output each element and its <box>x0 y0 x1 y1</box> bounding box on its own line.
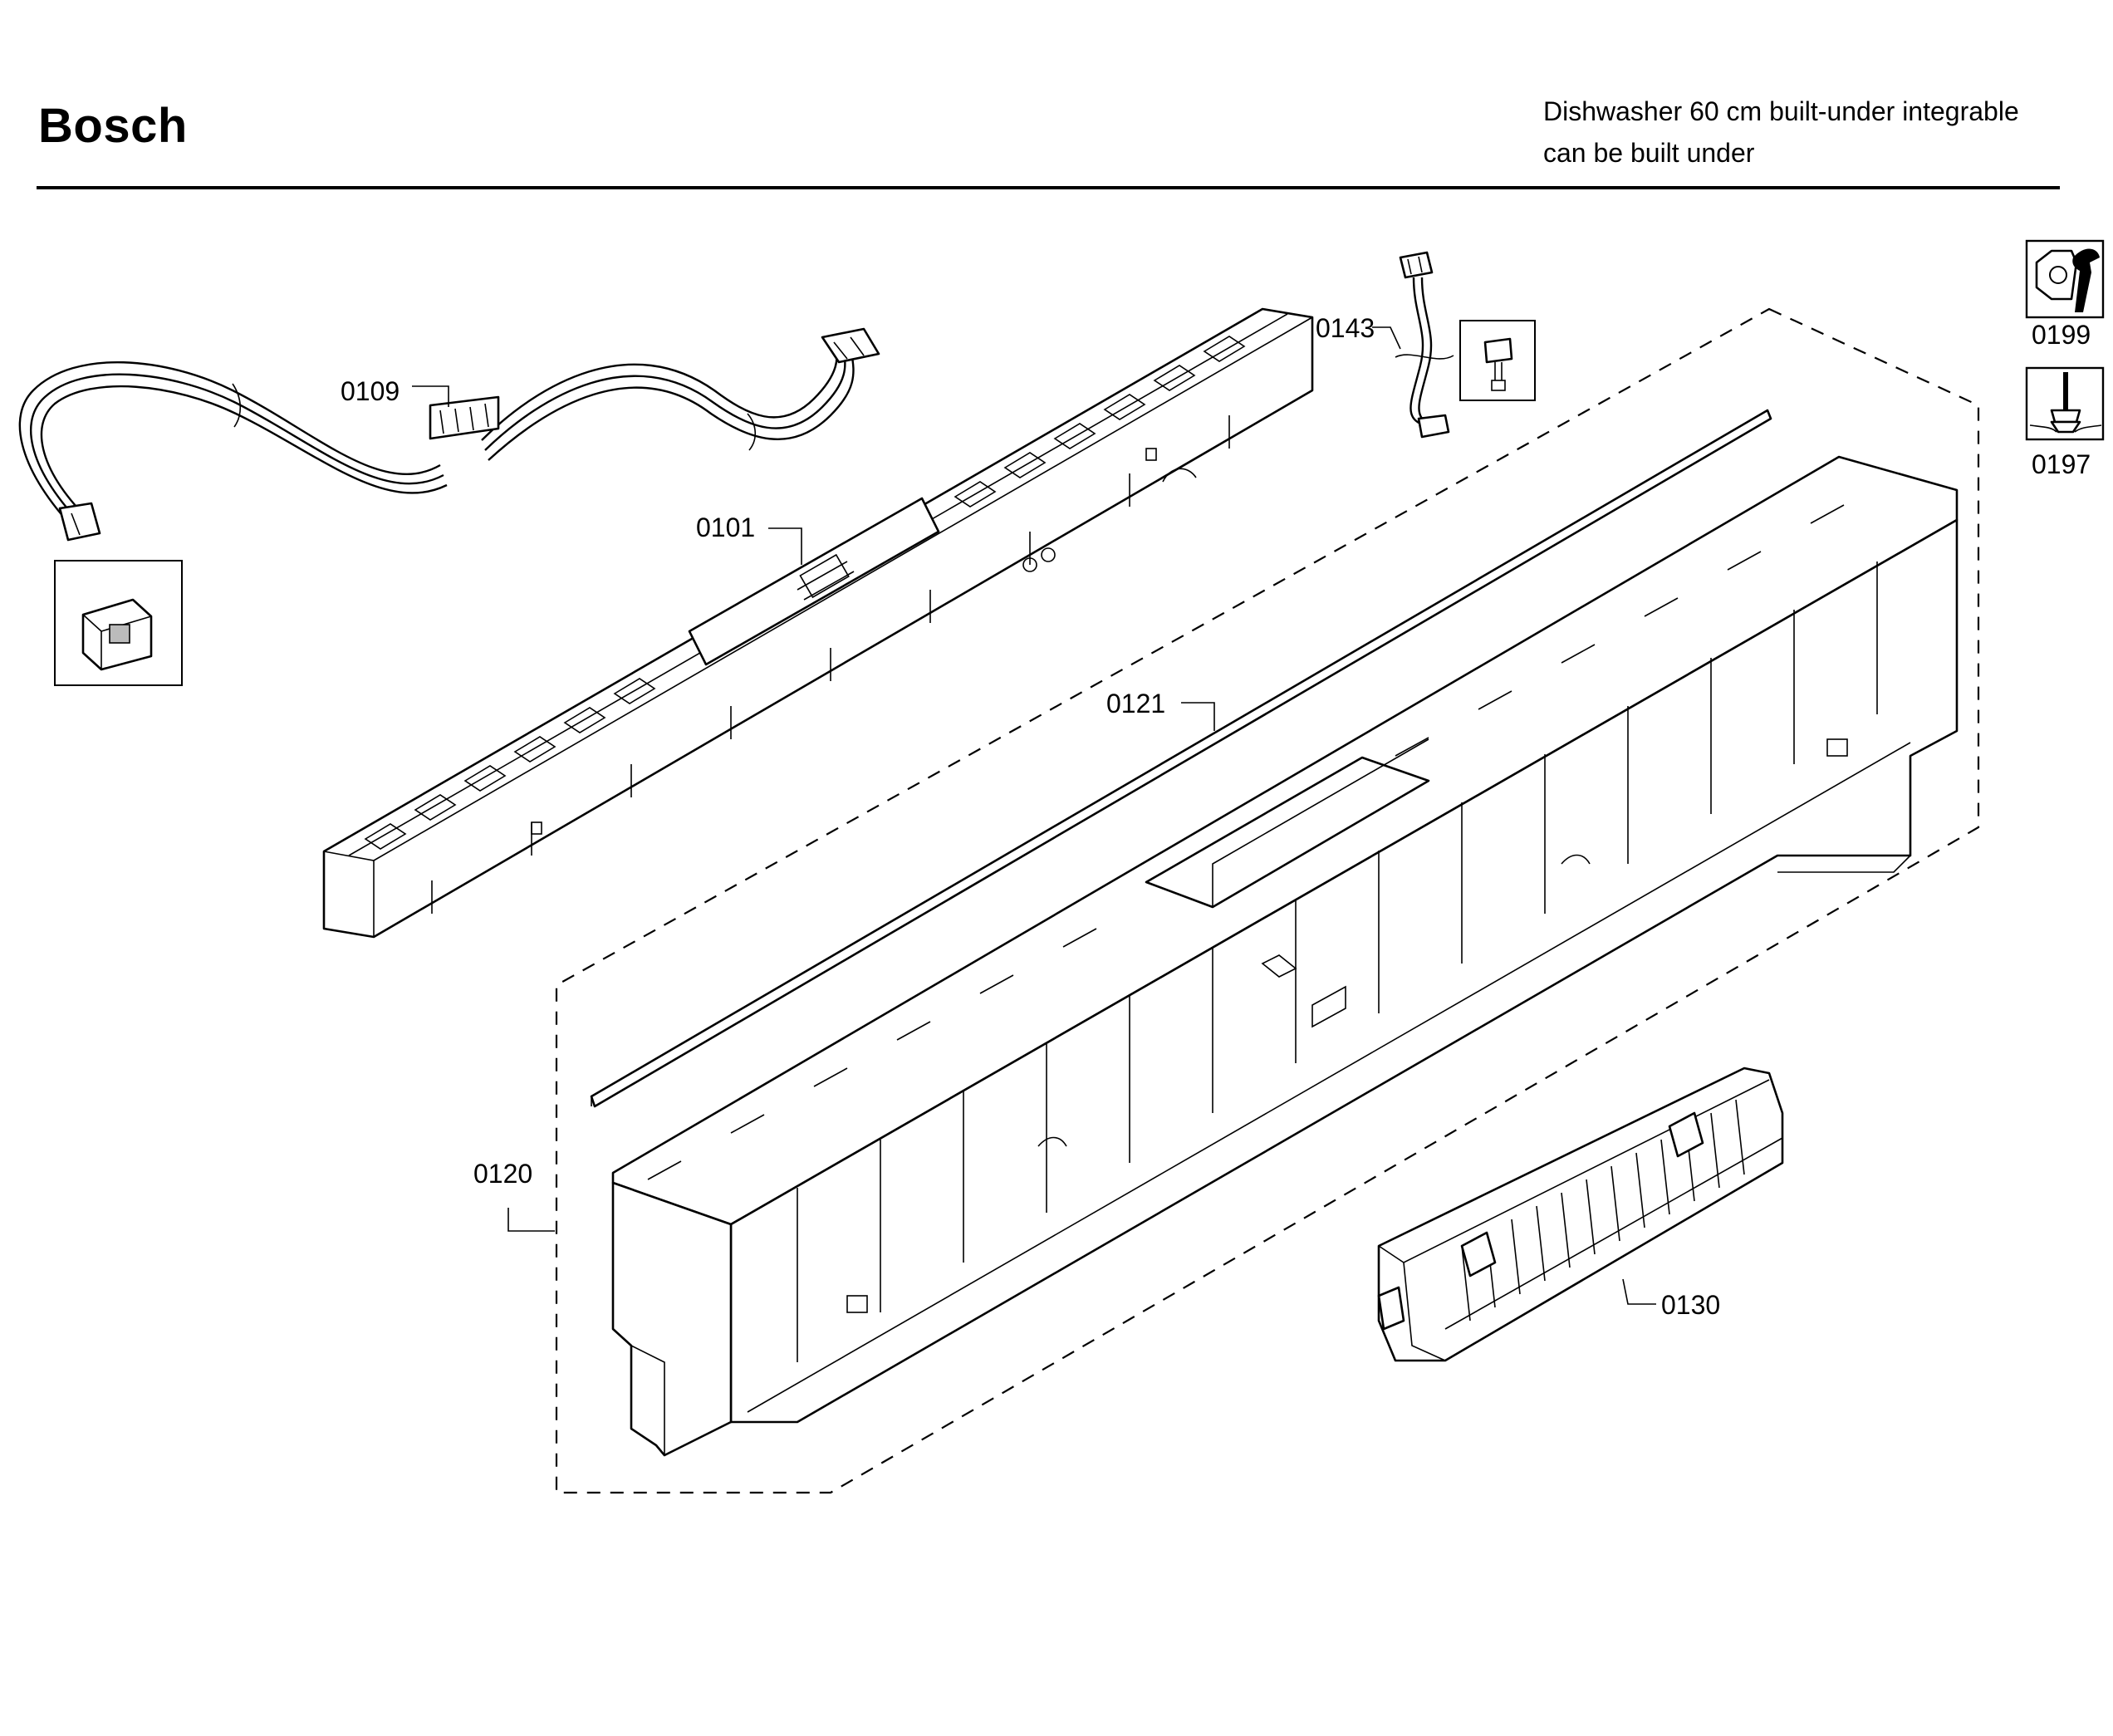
assembly-boundary <box>555 307 1980 1494</box>
leader-lines <box>412 326 1656 1305</box>
part-label-0101: 0101 <box>696 512 755 542</box>
wiring-harness-0109[interactable] <box>18 327 880 542</box>
brand-logo: Bosch <box>38 99 188 153</box>
part-label-0109: 0109 <box>341 376 400 406</box>
control-module-0101[interactable] <box>322 307 1314 939</box>
control-panel-fascia-0120[interactable] <box>611 455 1959 1457</box>
part-label-0121: 0121 <box>1106 689 1165 718</box>
header-divider <box>37 186 2060 189</box>
wiring-connector-detail <box>54 560 183 686</box>
sensor-cable-0143[interactable] <box>1395 251 1454 439</box>
wrench-nut-icon <box>2025 239 2105 319</box>
sensor-detail <box>1459 320 1536 401</box>
screwdriver-icon <box>2025 366 2105 441</box>
tool-label-0199: 0199 <box>2032 320 2091 350</box>
part-label-0143: 0143 <box>1316 313 1375 343</box>
part-label-0120: 0120 <box>473 1159 532 1189</box>
page-header: Bosch Dishwasher 60 cm built-under integ… <box>0 0 2113 199</box>
tool-label-0197: 0197 <box>2032 449 2091 479</box>
part-label-0130: 0130 <box>1661 1290 1720 1320</box>
appliance-description-line1: Dishwasher 60 cm built-under integrable <box>1543 96 2019 126</box>
seal-strip-0121[interactable] <box>590 409 1772 1108</box>
appliance-description-line2: can be built under <box>1543 138 1755 168</box>
cover-panel-0130[interactable] <box>1377 1067 1784 1362</box>
